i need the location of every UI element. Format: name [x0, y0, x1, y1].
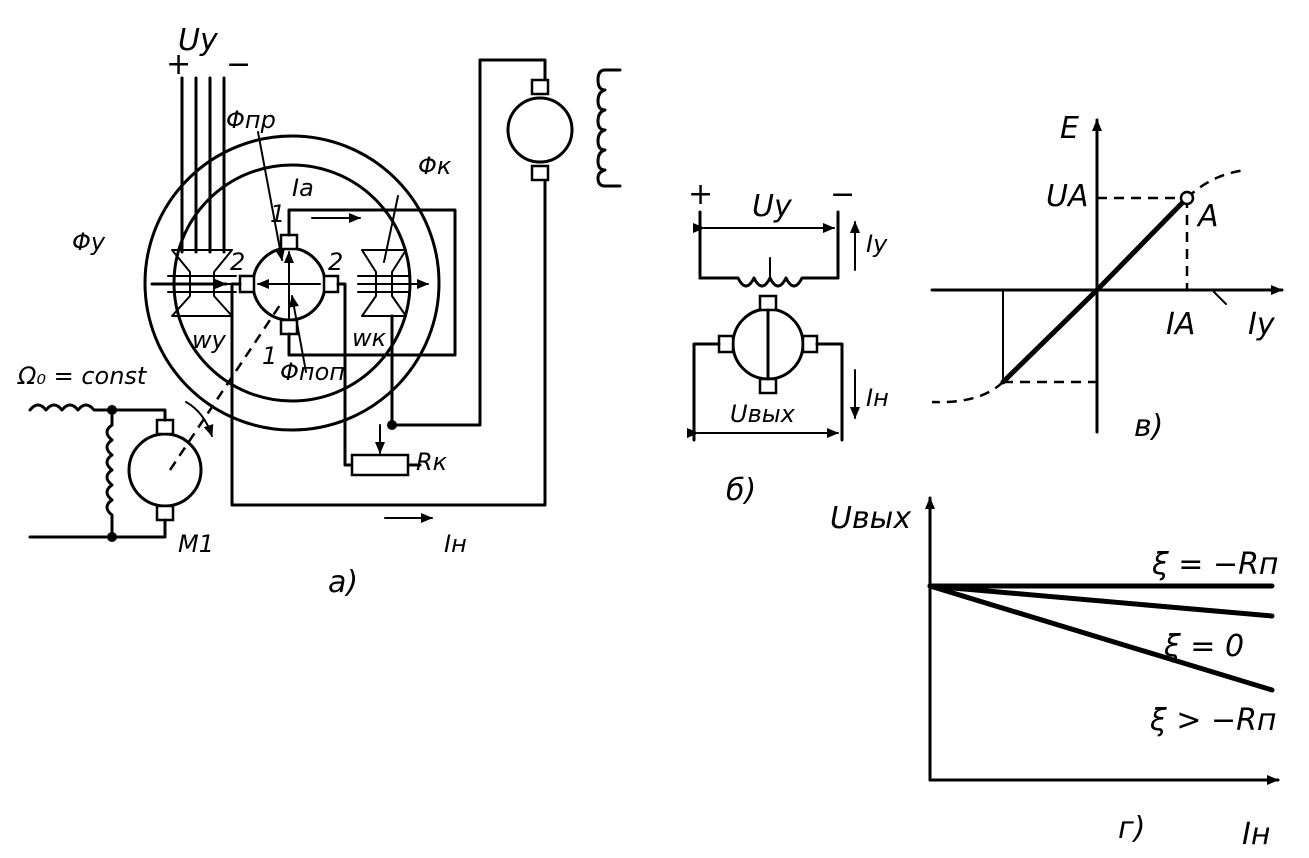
quadrature-short-circuit — [287, 208, 457, 357]
brush-2-right-label: 2 — [328, 248, 343, 276]
ia-label: Ia — [292, 174, 314, 202]
line-xi-gt-neg-rp — [927, 583, 1275, 693]
caption-g: г) — [1118, 811, 1145, 846]
point-a — [1179, 190, 1195, 206]
brush-2-left-label: 2 — [230, 248, 245, 276]
saturation-upper — [1186, 168, 1247, 199]
figure-b-schematic: + − Uу Iу Iн Uвых б) — [687, 177, 889, 508]
in-axis-label: Iн — [1242, 817, 1270, 852]
drive-motor-field — [28, 403, 167, 422]
point-a-label: A — [1196, 199, 1219, 234]
uout-label-b: Uвых — [730, 400, 796, 428]
brush-1-bottom — [279, 318, 299, 336]
rotation-arrow — [185, 401, 214, 437]
line3-label: ξ > −Rп — [1149, 703, 1277, 738]
load-field-winding — [596, 68, 622, 188]
brush-1-top-label: 1 — [270, 200, 285, 228]
wy-label: wу — [192, 326, 227, 354]
drive-motor-shunt-field — [105, 408, 114, 539]
control-supply-wires — [180, 76, 226, 254]
uout-axis-label: Uвых — [830, 501, 911, 536]
brush-1-top — [279, 233, 299, 251]
plus-sign: + — [166, 47, 191, 82]
brush-2-right — [322, 274, 340, 294]
figure-v-characteristic: E UA A IA Iу в) — [930, 111, 1284, 444]
line-xi-zero — [927, 583, 1275, 619]
ua-label: UA — [1046, 179, 1088, 214]
minus-sign-b: − — [830, 177, 855, 212]
minus-sign: − — [226, 47, 251, 82]
magnetization-curve — [1000, 195, 1190, 385]
ia-tick-label: IA — [1166, 307, 1195, 342]
iy-label-b: Iу — [866, 230, 888, 258]
caption-v: в) — [1134, 409, 1163, 444]
phi-pop-label: Φпоп — [280, 358, 345, 386]
brush-1-bottom-label: 1 — [262, 342, 277, 370]
in-label: Iн — [444, 530, 467, 558]
omega-const-label: Ω₀ = const — [17, 362, 148, 390]
phi-k-label: Φк — [418, 152, 452, 180]
phi-pr-pointer — [257, 131, 285, 261]
caption-a: а) — [328, 565, 358, 600]
rk-label: Rк — [416, 448, 448, 476]
line2-label: ξ = 0 — [1163, 629, 1244, 664]
rk-wire-left — [336, 282, 354, 467]
in-label-b: Iн — [866, 384, 889, 412]
caption-b: б) — [726, 473, 756, 508]
drive-motor-m1 — [28, 403, 203, 542]
phi-y-label: Φу — [72, 228, 106, 256]
figure-g-load-characteristics: Uвых Iн ξ = −Rп ξ = 0 ξ > −Rп г) — [830, 496, 1280, 852]
compensation-to-load-wire — [390, 58, 547, 427]
phi-pr-label: Φпр — [226, 106, 276, 134]
uy-label-b: Uу — [752, 189, 793, 224]
phi-k-pointer — [383, 195, 399, 263]
amplidyne-rotor — [238, 233, 340, 336]
stator-outer-ring — [143, 134, 441, 432]
saturation-lower — [931, 381, 1004, 404]
figure-a-circuit: Uy + − Φпр Φк Φу Φпоп Ia 1 1 2 2 wу wк Ω… — [17, 23, 622, 600]
resistor-rk — [350, 453, 410, 477]
uy-label: Uy — [178, 23, 219, 58]
plus-sign-b: + — [688, 177, 713, 212]
m1-label: M1 — [178, 530, 214, 558]
load-motor — [506, 78, 574, 182]
brush-2-left — [238, 274, 256, 294]
iy-axis-label: Iу — [1248, 307, 1276, 342]
wk-label: wк — [352, 324, 387, 352]
output-circuit-wire — [230, 178, 547, 507]
control-winding — [698, 276, 840, 288]
phi-pop-pointer — [289, 295, 307, 373]
e-axis-label: E — [1060, 111, 1079, 146]
line1-label: ξ = −Rп — [1151, 547, 1279, 582]
